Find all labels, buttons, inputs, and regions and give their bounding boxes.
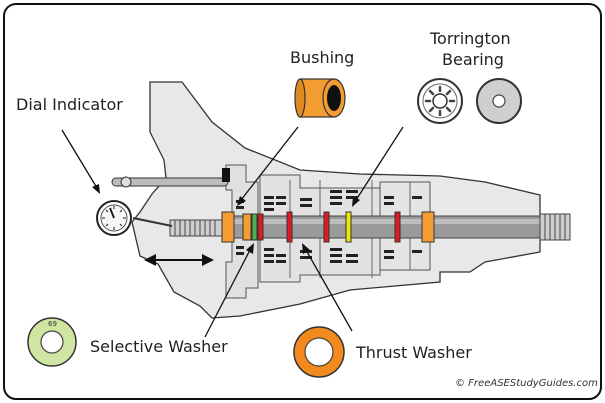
bushing-illustration	[294, 78, 346, 118]
copyright-text: © FreeASEStudyGuides.com	[455, 378, 598, 389]
input-shaft-splines	[169, 219, 223, 237]
thrust-washer-label: Thrust Washer	[356, 343, 472, 362]
output-shaft-splines	[539, 213, 571, 241]
leader-dial-indicator-arrowhead	[92, 184, 100, 194]
leader-bushing-arrowhead	[237, 196, 246, 206]
torrington-label-line1: Torrington	[430, 29, 511, 48]
shaft-thrust-washer-red-1	[257, 213, 264, 241]
leader-selective-washer-arrowhead	[246, 243, 254, 254]
main-shaft-highlight	[222, 219, 542, 224]
leader-dial-indicator	[61, 129, 98, 189]
torrington-bearing-needle-illustration	[417, 78, 463, 124]
shaft-bushing-3	[421, 211, 435, 243]
leader-selective-washer	[204, 249, 251, 338]
leader-torrington	[355, 126, 404, 201]
shaft-bushing-2	[242, 213, 252, 241]
dial-indicator	[96, 168, 230, 236]
shaft-thrust-washer-red-3	[323, 211, 330, 243]
leader-thrust-washer-arrowhead	[302, 243, 310, 254]
leader-bushing	[240, 126, 299, 201]
torrington-bearing-race-illustration	[476, 78, 522, 124]
leader-torrington-arrowhead	[352, 196, 360, 207]
selective-washer-illustration	[27, 317, 77, 367]
dial-indicator-label: Dial Indicator	[16, 95, 123, 114]
endplay-double-arrow	[144, 254, 214, 266]
shaft-thrust-washer-red-2	[286, 211, 293, 243]
thrust-washer-illustration	[293, 326, 345, 378]
shaft-bushing-1	[221, 211, 235, 243]
leader-thrust-washer	[305, 249, 353, 332]
shaft-thrust-washer-red-4	[394, 211, 401, 243]
bushing-label: Bushing	[290, 48, 355, 67]
selective-washer-number: 69	[48, 320, 57, 328]
shaft-torrington-bearing-yellow	[345, 211, 352, 243]
shaft-selective-washer	[251, 213, 258, 241]
selective-washer-label: Selective Washer	[90, 337, 228, 356]
torrington-label-line2: Bearing	[442, 50, 504, 69]
